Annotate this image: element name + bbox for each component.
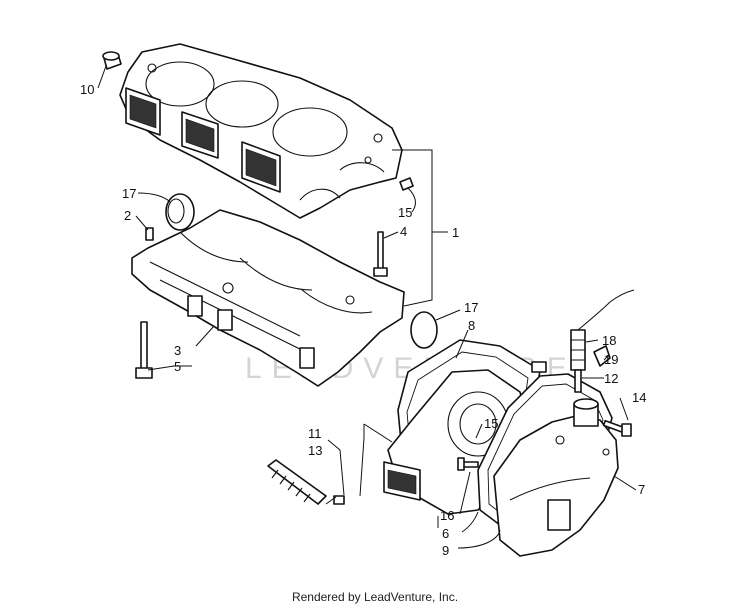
leader-lines bbox=[97, 65, 637, 549]
part-15-fitting-upper bbox=[399, 177, 414, 191]
part-11-spring bbox=[267, 459, 327, 505]
callout-6: 6 bbox=[442, 526, 449, 541]
part-5-long-bolt bbox=[135, 321, 153, 379]
callout-1: 1 bbox=[452, 225, 459, 240]
callout-labels: 10 17 2 15 4 1 3 5 17 8 18 19 12 14 11 1… bbox=[80, 82, 646, 558]
part-14-bolt bbox=[602, 419, 632, 437]
callout-11: 11 bbox=[308, 426, 322, 441]
part-16-stud bbox=[457, 457, 479, 471]
part-17-seal-ring bbox=[165, 193, 195, 231]
part-2-dowel-pin bbox=[145, 227, 154, 241]
callout-17-upper: 17 bbox=[122, 186, 136, 201]
callout-16: 16 bbox=[440, 508, 454, 523]
lower-crankcase bbox=[131, 209, 405, 387]
callout-3: 3 bbox=[174, 343, 181, 358]
footer-credit: Rendered by LeadVenture, Inc. bbox=[291, 590, 459, 604]
callout-14: 14 bbox=[632, 390, 646, 405]
part-13-pin bbox=[325, 495, 345, 505]
callout-17-lower: 17 bbox=[464, 300, 478, 315]
callout-19: 19 bbox=[604, 352, 618, 367]
callout-2: 2 bbox=[124, 208, 131, 223]
upper-crankcase bbox=[119, 43, 403, 219]
callout-5: 5 bbox=[174, 359, 181, 374]
callout-8: 8 bbox=[468, 318, 475, 333]
callout-9: 9 bbox=[442, 543, 449, 558]
callout-4: 4 bbox=[400, 224, 407, 239]
callout-18: 18 bbox=[602, 333, 616, 348]
callout-12: 12 bbox=[604, 371, 618, 386]
part-19-boot bbox=[593, 345, 611, 367]
part-17-seal-lower bbox=[410, 311, 438, 349]
callout-15-upper: 15 bbox=[398, 205, 412, 220]
part-18-sensor bbox=[570, 289, 635, 393]
callout-15-lower: 15 bbox=[484, 416, 498, 431]
part-7-outer-cover bbox=[493, 398, 619, 557]
part-4-bolt bbox=[373, 231, 388, 277]
part-10-cap bbox=[102, 51, 122, 70]
callout-7: 7 bbox=[638, 482, 645, 497]
callout-13: 13 bbox=[308, 443, 322, 458]
callout-10: 10 bbox=[80, 82, 94, 97]
